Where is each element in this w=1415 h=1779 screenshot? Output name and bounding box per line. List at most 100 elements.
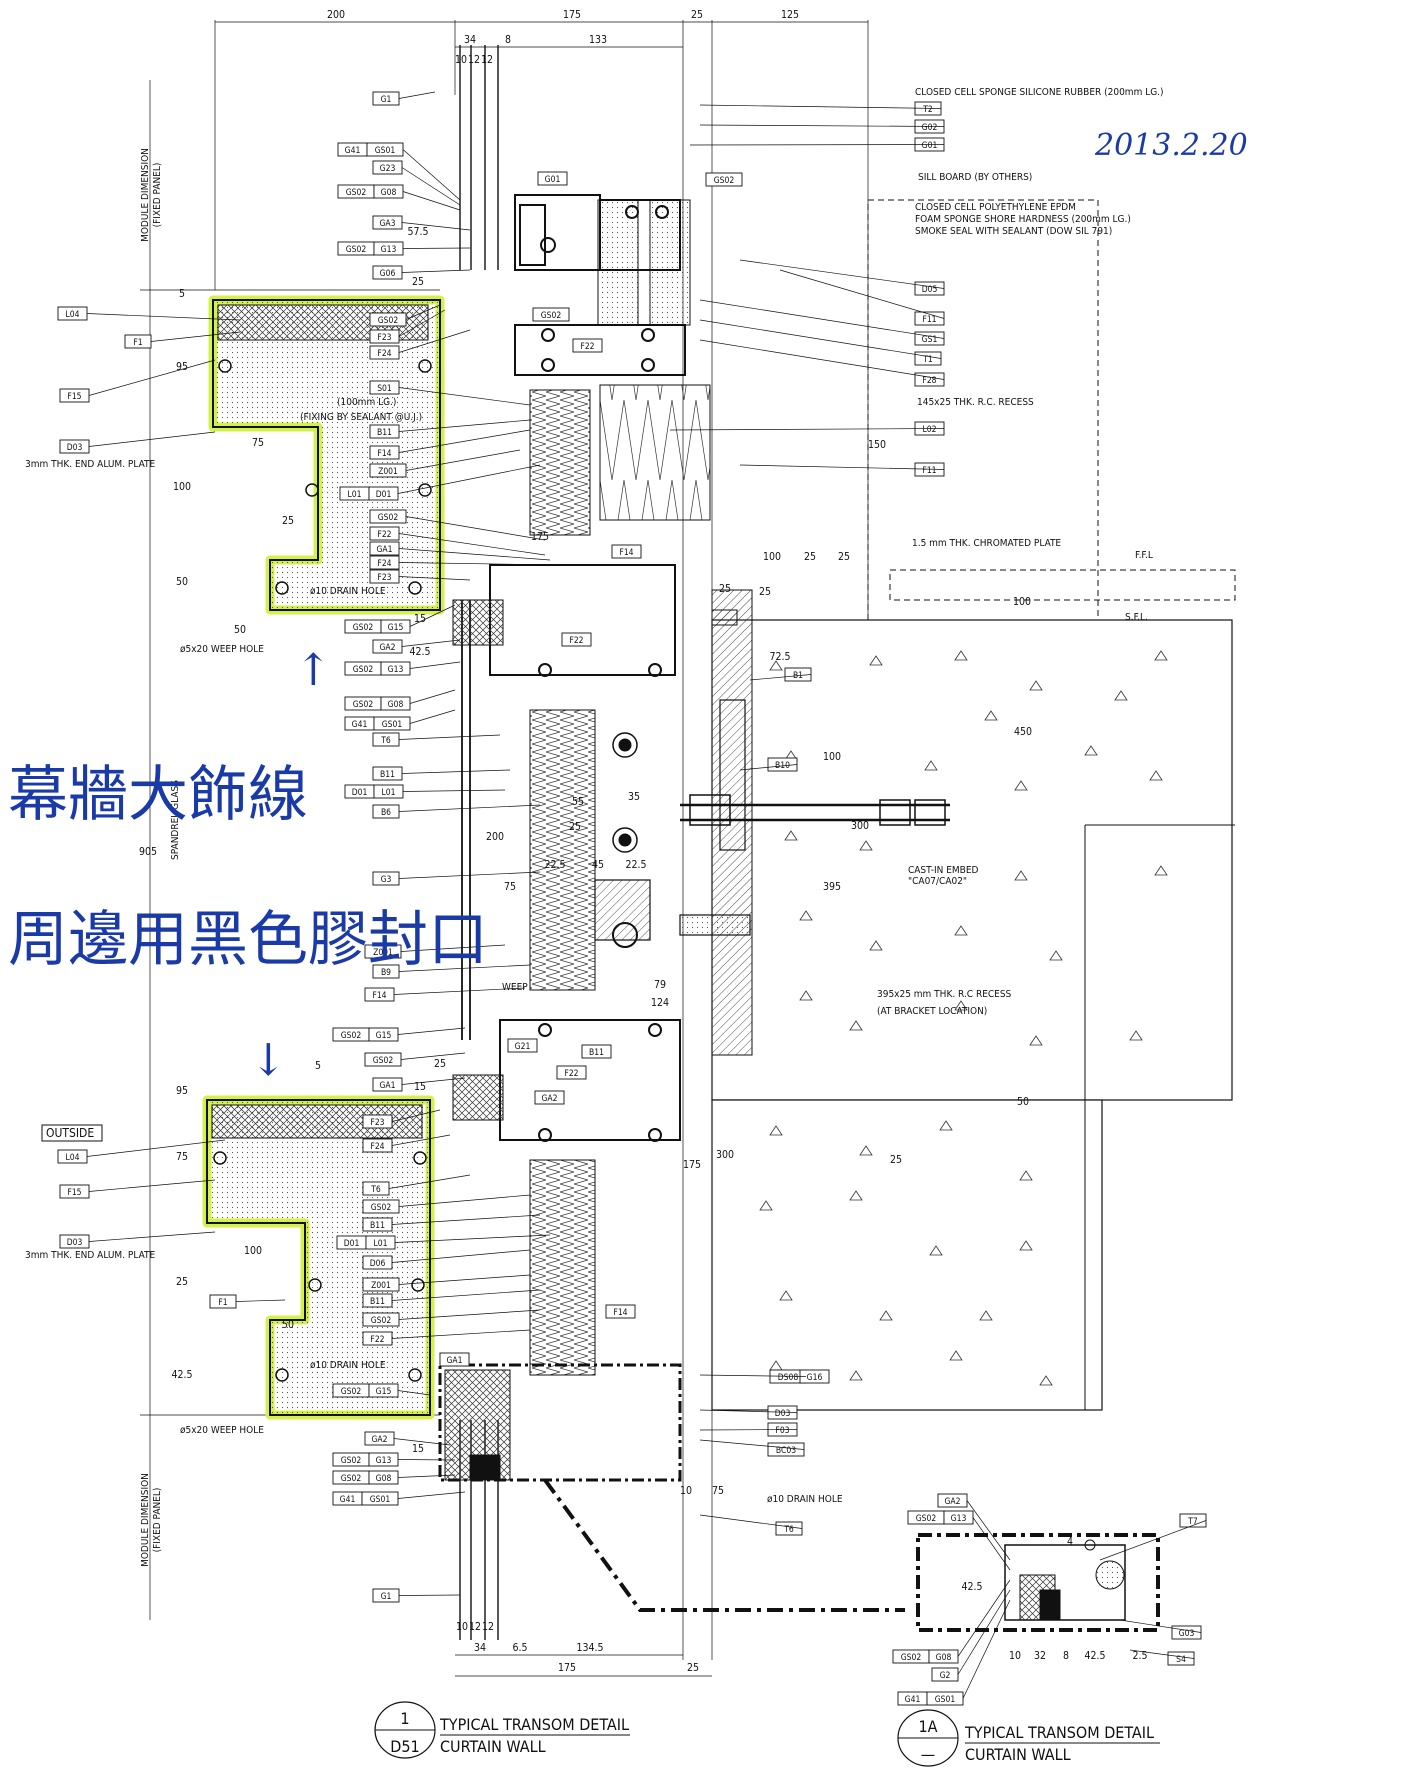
inner-tag-lower: B11 — [362, 1293, 393, 1308]
side-dimension: 150 — [868, 439, 886, 451]
tag-text: GS02 — [341, 1456, 362, 1466]
callout-note: SILL BOARD (BY OTHERS) — [918, 172, 1032, 183]
anchor-bracket — [594, 699, 950, 948]
inner-tag-lower: D06 — [362, 1255, 393, 1270]
end-plate-note-lower: 3mm THK. END ALUM. PLATE — [25, 1250, 155, 1261]
drain-hole-note-lower: ø10 DRAIN HOLE — [310, 1360, 386, 1371]
left-tag-upper: G06 — [372, 265, 403, 280]
bottom-dimension: 134.5 — [576, 1642, 603, 1654]
tag-text: G08 — [381, 188, 397, 198]
tag-text: G15 — [376, 1387, 392, 1397]
tag-text: G02 — [922, 123, 938, 133]
lower-transom-frame — [438, 1363, 905, 1612]
inner-tag-upper: F22 — [369, 526, 400, 541]
tag-text: F11 — [922, 466, 936, 476]
aggregate-mark — [1114, 690, 1128, 701]
side-dimension: 10 — [680, 1485, 692, 1497]
callout-notes: CLOSED CELL SPONGE SILICONE RUBBER (200m… — [25, 87, 1164, 1567]
inner-tag-upper: F23 — [369, 569, 400, 584]
callout-note: S.F.L. — [1125, 612, 1148, 623]
side-dimension: 25 — [434, 1058, 446, 1070]
tag-text: F23 — [377, 333, 391, 343]
tag-text: GS02 — [353, 700, 374, 710]
outside-label: OUTSIDE — [46, 1126, 94, 1140]
tag-text: F28 — [922, 376, 936, 386]
side-dimension: 95 — [176, 1085, 188, 1097]
aggregate-mark — [1039, 1375, 1053, 1386]
detail-1a-dimension: 42.5 — [961, 1581, 982, 1593]
left-tag-upper: B6 — [372, 804, 400, 819]
top-dimension: 200 — [327, 9, 345, 21]
left-tag-upper: L04 — [57, 306, 88, 321]
bottom-dimension: 10 — [456, 1621, 468, 1633]
spandrel-glass-label: SPANDREL GLASS — [170, 780, 181, 860]
aggregate-mark — [1154, 650, 1168, 661]
aggregate-mark — [1019, 1170, 1033, 1181]
inner-tag-lower: T6 — [362, 1181, 390, 1196]
tag-text: F23 — [377, 573, 391, 583]
mid-tag: GS02 — [532, 307, 570, 322]
aggregate-mark — [1129, 1030, 1143, 1041]
tag-text: G41 — [345, 146, 361, 156]
aggregate-mark — [1154, 865, 1168, 876]
left-tag-upper: F15 — [59, 388, 90, 403]
tag-text: D05 — [922, 285, 938, 295]
tag-text: F14 — [619, 548, 633, 558]
tag-text: G41 — [340, 1495, 356, 1505]
callout-note: 145x25 THK. R.C. RECESS — [917, 397, 1034, 408]
fixed-panel-upper: (FIXED PANEL) — [152, 163, 163, 228]
aggregate-mark — [1014, 780, 1028, 791]
side-dimension: 124 — [651, 997, 669, 1009]
aggregate-mark — [949, 1350, 963, 1361]
tag-text: F22 — [569, 636, 583, 646]
tag-text: GS02 — [346, 188, 367, 198]
side-dimension: 35 — [628, 791, 640, 803]
left-tag-upper: F1 — [124, 334, 152, 349]
tag-text: D03 — [67, 443, 83, 453]
side-dimension: 175 — [531, 531, 549, 543]
callout-note: 1.5 mm THK. CHROMATED PLATE — [912, 538, 1061, 549]
handwritten-note-line2: 周邊用黑色膠封口 — [8, 905, 488, 975]
tag-text: F11 — [922, 315, 936, 325]
aggregate-mark — [869, 655, 883, 666]
mid-tag: G21 — [507, 1038, 538, 1053]
tag-text: F14 — [613, 1308, 627, 1318]
side-dimension: 50 — [282, 1319, 294, 1331]
mid-tag: F22 — [572, 338, 603, 353]
callout-note: CLOSED CELL POLYETHYLENE EPDM — [915, 202, 1076, 213]
aggregate-mark — [859, 840, 873, 851]
tag-text: T6 — [370, 1185, 381, 1195]
inner-tag-upper: Z001 — [369, 463, 407, 478]
tag-text: Z001 — [378, 467, 398, 477]
aggregate-mark — [769, 660, 783, 671]
detail-1a-tag: G41 GS01 — [897, 1691, 964, 1706]
inner-tag-lower: B11 — [362, 1217, 393, 1232]
top-dimension: 10 — [455, 54, 467, 66]
left-tag-lower: F1 — [209, 1294, 237, 1309]
side-dimension: 75 — [504, 881, 516, 893]
aggregate-mark — [879, 1310, 893, 1321]
side-dimension: 22.5 — [544, 859, 565, 871]
tag-text: GS02 — [373, 1056, 394, 1066]
aggregate-mark — [759, 1200, 773, 1211]
tag-text: G41 — [905, 1695, 921, 1705]
title-block-1: 1 D51 TYPICAL TRANSOM DETAIL CURTAIN WAL… — [374, 1701, 630, 1759]
side-dimension: 200 — [486, 831, 504, 843]
upper-transom-frame — [514, 194, 691, 376]
top-dimension: 34 — [464, 34, 476, 46]
detail-1a-dimension: 8 — [1063, 1650, 1069, 1662]
tag-text: D03 — [775, 1409, 791, 1419]
tag-text: B11 — [370, 1221, 385, 1231]
tag-text: G13 — [381, 245, 397, 255]
tag-text: T6 — [380, 736, 391, 746]
detail-1a-dimension: 42.5 — [1084, 1650, 1105, 1662]
aggregate-mark — [979, 1310, 993, 1321]
tag-text: G13 — [388, 665, 404, 675]
tag-text: GS01 — [935, 1695, 956, 1705]
mid-tag: B11 — [581, 1044, 612, 1059]
